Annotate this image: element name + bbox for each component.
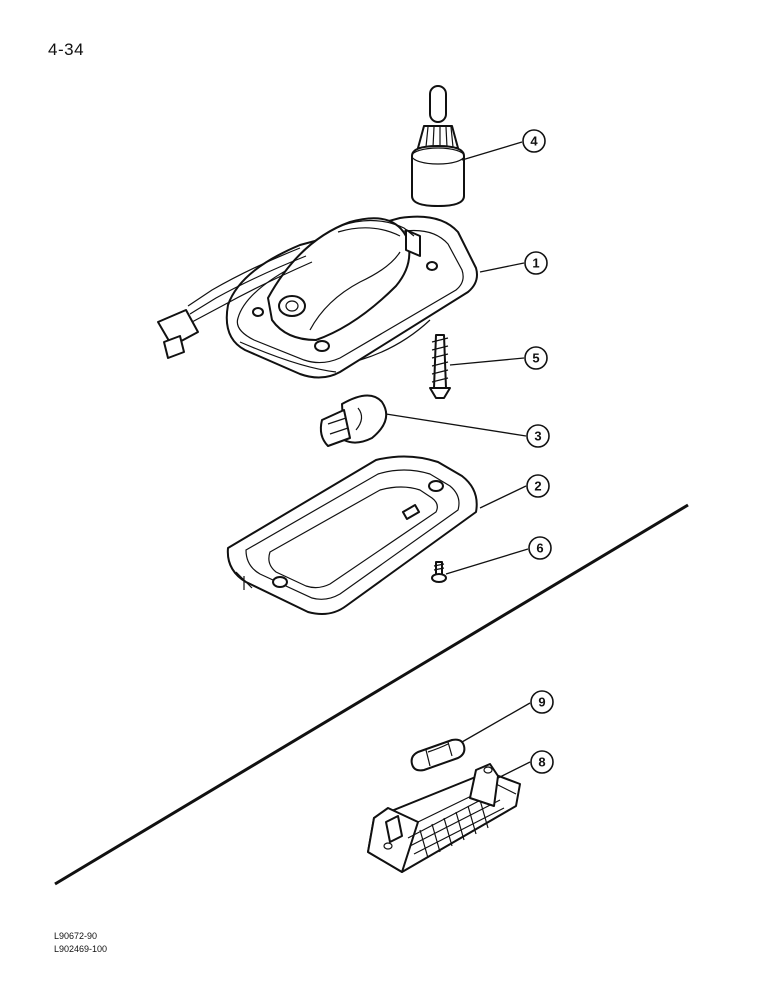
callout-4-label: 4: [530, 134, 538, 149]
callout-1-label: 1: [532, 256, 539, 271]
leader-line-9: [461, 702, 531, 743]
reference-code-2: L902469-100: [54, 944, 108, 954]
callout-8: 8: [530, 750, 554, 774]
leader-line-5: [449, 357, 525, 366]
callout-6: 6: [528, 536, 552, 560]
part-1-lamp-housing: [157, 215, 478, 379]
callout-5: 5: [524, 346, 548, 370]
leader-line-6: [445, 548, 529, 575]
callout-3: 3: [526, 424, 550, 448]
part-3-bulb: [319, 394, 388, 447]
callout-5-label: 5: [532, 351, 539, 366]
part-8-lamp-holder: [367, 763, 521, 873]
page-number: 4-34: [48, 40, 85, 59]
section-divider-line: [54, 503, 689, 886]
leader-line-2: [479, 485, 527, 509]
leader-line-3: [385, 413, 527, 437]
leader-line-4: [461, 141, 523, 161]
part-5-screw: [429, 334, 451, 399]
part-9-festoon-bulb: [410, 738, 466, 772]
reference-code-1: L90672-90: [54, 931, 98, 941]
part-6-small-screw: [431, 561, 447, 583]
callout-4: 4: [522, 129, 546, 153]
leader-line-1: [479, 262, 525, 273]
reference-codes: L90672-90 L902469-100: [54, 930, 107, 956]
callout-2: 2: [526, 474, 550, 498]
callout-2-label: 2: [534, 479, 541, 494]
part-2-lens: [226, 455, 478, 615]
leader-line-8: [497, 761, 531, 779]
callout-3-label: 3: [534, 429, 541, 444]
callout-6-label: 6: [536, 541, 543, 556]
callout-9-label: 9: [538, 695, 545, 710]
callout-1: 1: [524, 251, 548, 275]
callout-9: 9: [530, 690, 554, 714]
callout-8-label: 8: [538, 755, 545, 770]
part-4-bulb-cap: [411, 85, 465, 207]
